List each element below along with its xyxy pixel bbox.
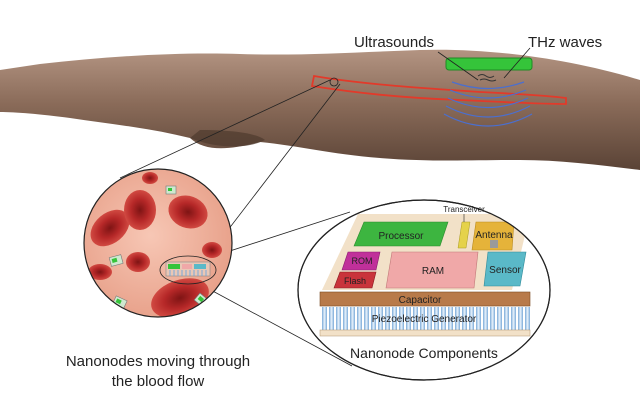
- rom-block: [341, 251, 381, 271]
- nanonodes-label-line1: Nanonodes moving through: [66, 353, 250, 370]
- thz-wave-icon: [477, 74, 497, 82]
- piezo-pillar: [336, 307, 341, 330]
- nanonodes-label-line2: the blood flow: [112, 373, 205, 390]
- piezo-pillar: [455, 307, 460, 330]
- piezo-pillar: [385, 307, 390, 330]
- antenna-label: Antenna: [475, 230, 513, 241]
- nanonode-chip: [108, 254, 124, 267]
- piezo-pillar: [462, 307, 467, 330]
- blood-flow-circle: [83, 168, 233, 318]
- piezo-pillar: [504, 307, 509, 330]
- piezo-pillar: [441, 307, 446, 330]
- piezo-pillar: [378, 307, 383, 330]
- piezo-pillar: [357, 307, 362, 330]
- piezo-pillar: [511, 307, 516, 330]
- piezo-pillar: [371, 307, 376, 330]
- red-blood-cell: [124, 190, 156, 230]
- red-blood-cell: [168, 195, 208, 229]
- nanonode-highlight-ring: [159, 255, 217, 285]
- ultrasounds-label: Ultrasounds: [354, 34, 434, 51]
- piezo-pillar: [350, 307, 355, 330]
- piezo-base: [319, 329, 531, 337]
- red-blood-cell: [202, 242, 222, 258]
- transceiver-block: [457, 221, 471, 249]
- flash-label: Flash: [344, 276, 366, 286]
- capacitor-layer: [319, 291, 531, 307]
- rom-label: ROM: [352, 256, 373, 266]
- piezo-pillar: [518, 307, 523, 330]
- capacitor-label: Capacitor: [399, 295, 442, 306]
- piezo-pillar: [483, 307, 488, 330]
- piezo-pillar: [525, 307, 530, 330]
- piezo-pillar: [413, 307, 418, 330]
- ram-block: [385, 251, 479, 289]
- red-blood-cell: [90, 209, 130, 247]
- sensor-label: Sensor: [489, 265, 521, 276]
- components-ellipse: Processor Antenna ROM Flash RAM Sensor C…: [297, 199, 551, 381]
- piezo-pillar: [329, 307, 334, 330]
- ram-label: RAM: [422, 266, 444, 277]
- piezo-pillar: [476, 307, 481, 330]
- thz-waves-label: THz waves: [528, 34, 602, 51]
- piezo-pillar: [399, 307, 404, 330]
- piezo-pillar: [343, 307, 348, 330]
- nanonode-chip: [165, 185, 177, 195]
- components-title: Nanonode Components: [350, 345, 498, 361]
- sensor-block: [483, 251, 527, 287]
- transceiver-label: Transceiver: [443, 205, 485, 214]
- piezo-pillar: [434, 307, 439, 330]
- wearable-device: [445, 57, 533, 71]
- wrist-shade: [190, 130, 265, 147]
- piezo-pillar: [364, 307, 369, 330]
- piezo-pillar: [490, 307, 495, 330]
- piezo-pillar: [497, 307, 502, 330]
- flash-block: [333, 271, 377, 289]
- piezo-pillar: [448, 307, 453, 330]
- piezo-label: Piezoelectric Generator: [372, 314, 477, 325]
- red-blood-cell: [88, 264, 112, 280]
- piezo-pillar: [392, 307, 397, 330]
- antenna-element: [490, 240, 498, 248]
- red-blood-cell: [142, 172, 158, 184]
- piezo-pillar: [406, 307, 411, 330]
- blood-vessel: [310, 74, 567, 105]
- piezo-pillar: [322, 307, 327, 330]
- highlighted-nanonode: [165, 261, 211, 277]
- piezo-pillar: [427, 307, 432, 330]
- processor-block: [353, 221, 449, 247]
- red-blood-cell: [126, 252, 150, 272]
- processor-label: Processor: [378, 231, 424, 242]
- nanonode-chip: [112, 295, 128, 310]
- piezo-pillar: [469, 307, 474, 330]
- ultrasound-waves: [443, 81, 533, 127]
- piezo-generator: [322, 307, 530, 330]
- piezo-pillar: [420, 307, 425, 330]
